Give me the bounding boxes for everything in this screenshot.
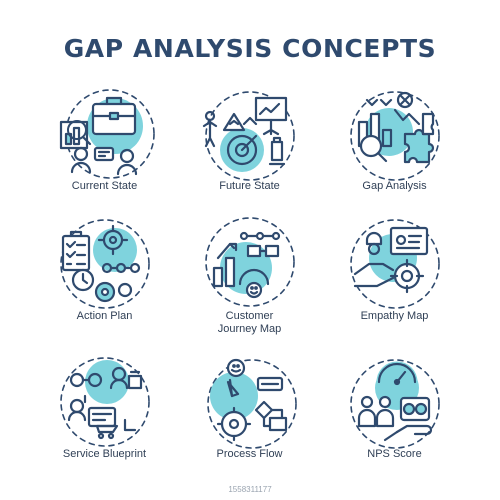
concept-customer-journey-map: Customer Journey Map bbox=[177, 212, 322, 352]
gear-flow-icon bbox=[200, 352, 300, 452]
concept-future-state: Future State bbox=[177, 78, 322, 212]
concept-label: NPS Score bbox=[367, 448, 422, 460]
icon-grid: Current State Futu bbox=[32, 78, 468, 474]
concept-label: Gap Analysis bbox=[362, 180, 427, 192]
concept-empathy-map: Empathy Map bbox=[322, 212, 467, 352]
page-title: GAP ANALYSIS CONCEPTS bbox=[63, 34, 437, 63]
concept-service-blueprint: Service Blueprint bbox=[32, 352, 177, 474]
concept-label: Future State bbox=[219, 180, 280, 192]
concept-label: Action Plan bbox=[76, 310, 133, 322]
concept-label: Empathy Map bbox=[360, 310, 429, 322]
blueprint-network-icon bbox=[55, 352, 155, 452]
journey-flow-icon bbox=[200, 214, 300, 314]
empathy-hand-icon bbox=[345, 214, 445, 314]
concept-current-state: Current State bbox=[32, 78, 177, 212]
concept-label: Process Flow bbox=[216, 448, 283, 460]
concept-label: Service Blueprint bbox=[62, 448, 147, 460]
concept-action-plan: Action Plan bbox=[32, 212, 177, 352]
concept-nps-score: NPS Score bbox=[322, 352, 467, 474]
target-presentation-icon bbox=[200, 84, 300, 184]
briefcase-chart-icon bbox=[55, 84, 155, 184]
concept-label: Current State bbox=[71, 180, 138, 192]
concept-process-flow: Process Flow bbox=[177, 352, 322, 474]
puzzle-chart-icon bbox=[345, 84, 445, 184]
concept-label: Customer Journey Map bbox=[217, 310, 282, 335]
concept-gap-analysis: Gap Analysis bbox=[322, 78, 467, 212]
checklist-gears-icon bbox=[55, 214, 155, 314]
nps-rating-icon bbox=[345, 352, 445, 452]
watermark-id: 1558311177 bbox=[228, 485, 272, 494]
